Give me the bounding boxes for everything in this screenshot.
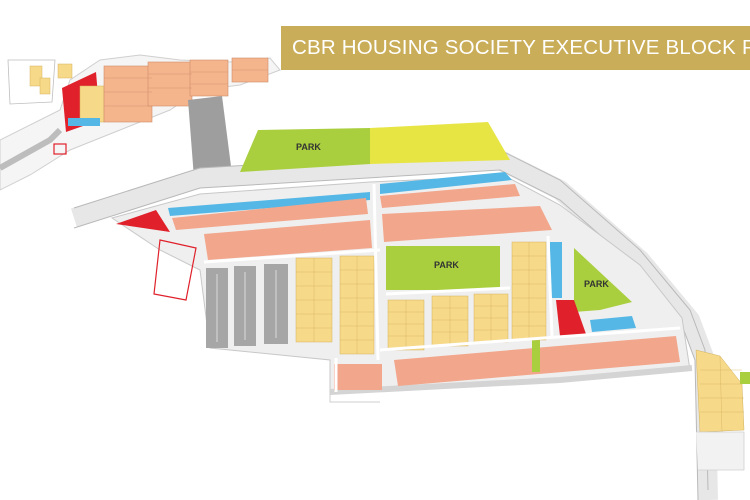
red-zone-east	[556, 300, 586, 336]
blue-strip-north-east	[380, 172, 512, 194]
commercial-block-5	[334, 364, 382, 390]
commercial-block-3	[204, 220, 372, 260]
blue-strip-east	[550, 242, 562, 298]
commercial-block-1	[172, 198, 368, 230]
internal-streets	[203, 183, 681, 392]
outlined-plot	[153, 239, 197, 301]
title-banner: CBR HOUSING SOCIETY EXECUTIVE BLOCK PHAS…	[281, 26, 750, 70]
park-label-3: PARK	[584, 279, 609, 289]
open-space-yellow	[370, 122, 510, 164]
park-label-1: PARK	[296, 142, 321, 152]
park-north-west	[240, 128, 370, 172]
park-central	[386, 246, 500, 290]
commercial-block-4	[382, 206, 552, 242]
northwest-area	[0, 54, 281, 191]
access-road	[188, 96, 232, 178]
side-road	[0, 127, 63, 171]
blue-strip-north	[168, 192, 370, 216]
red-zone-west	[116, 210, 170, 232]
commercial-block-2	[380, 184, 520, 208]
blue-strip-south-east	[590, 316, 636, 332]
map-title: CBR HOUSING SOCIETY EXECUTIVE BLOCK PHAS…	[292, 36, 750, 59]
park-label-2: PARK	[434, 260, 459, 270]
green-divider	[532, 340, 540, 372]
blue-strip-nw	[68, 118, 100, 126]
park-east	[574, 248, 632, 312]
